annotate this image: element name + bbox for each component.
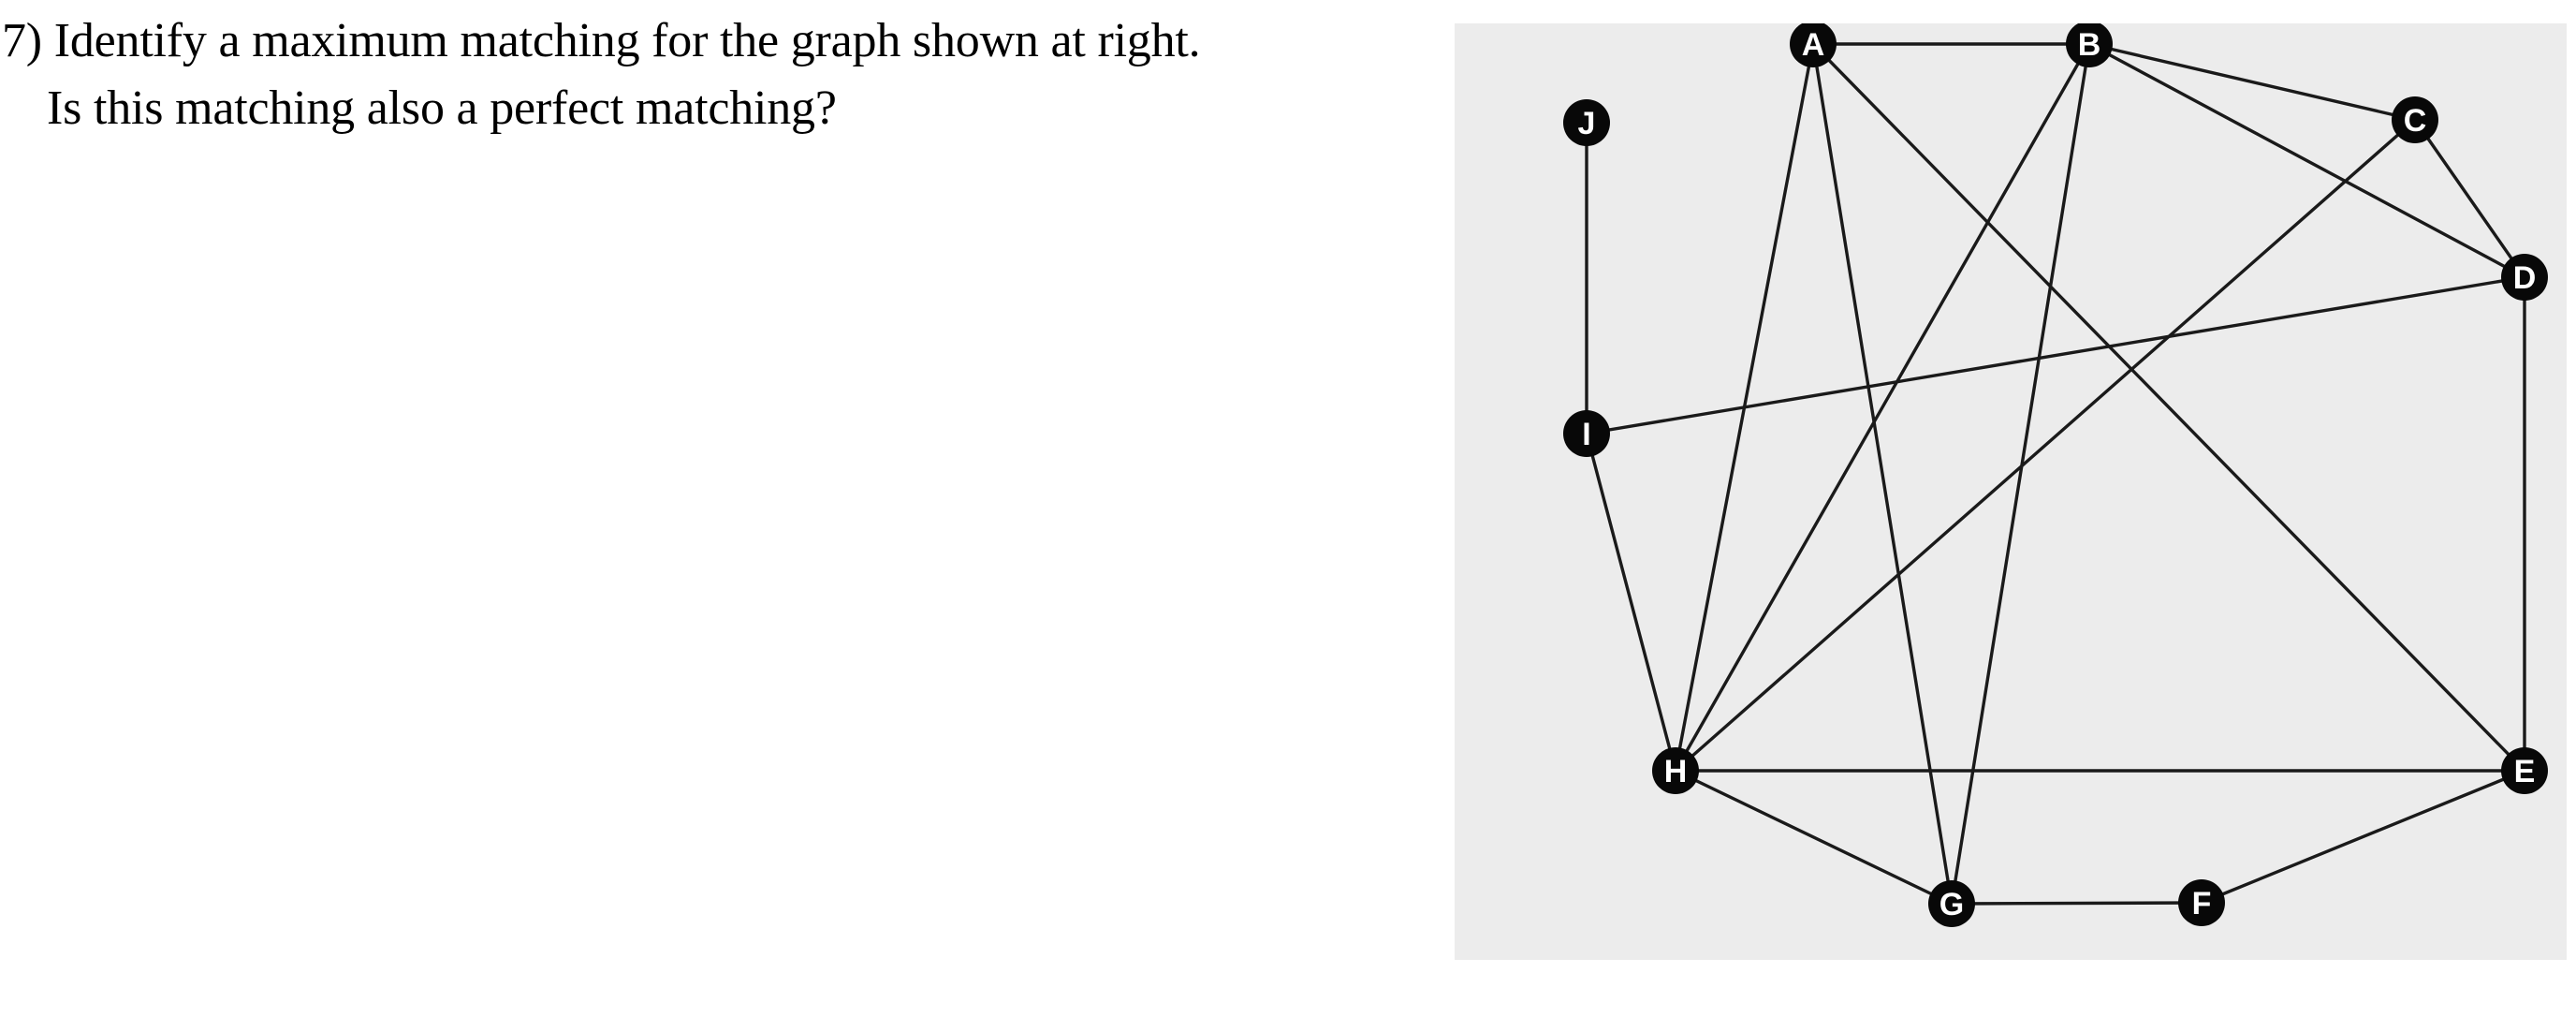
graph-node-circle-D: [2501, 254, 2548, 301]
node-layer: A B C D E F G H I J: [1563, 23, 2548, 927]
graph-node-label-I: I: [1582, 417, 1590, 452]
graph-node-H[interactable]: H: [1652, 747, 1699, 794]
graph-node-circle-E: [2501, 747, 2548, 794]
graph-edge-B-G: [1950, 42, 2091, 906]
graph-svg: A B C D E F G H I J: [1563, 23, 2548, 927]
graph-node-circle-H: [1652, 747, 1699, 794]
graph-node-I[interactable]: I: [1563, 410, 1610, 457]
question-line-2: Is this matching also a perfect matching…: [47, 81, 837, 135]
graph-edge-C-H: [1674, 118, 2417, 773]
graph-node-B[interactable]: B: [2066, 23, 2113, 67]
graph-node-circle-F: [2178, 879, 2225, 926]
graph-node-circle-G: [1928, 880, 1975, 927]
graph-node-label-C: C: [2404, 103, 2427, 139]
graph-edge-D-I: [1585, 275, 2526, 435]
graph-node-E[interactable]: E: [2501, 747, 2548, 794]
graph-node-label-J: J: [1578, 106, 1596, 141]
graph-node-circle-A: [1790, 23, 1837, 67]
graph-edge-E-F: [2200, 769, 2526, 905]
question-line-1: 7) Identify a maximum matching for the g…: [2, 14, 1201, 67]
graph-edge-F-G: [1950, 901, 2203, 906]
graph-node-circle-I: [1563, 410, 1610, 457]
graph-node-label-A: A: [1802, 27, 1825, 63]
graph-node-A[interactable]: A: [1790, 23, 1837, 67]
graph-node-label-H: H: [1664, 754, 1688, 789]
graph-edge-H-I: [1585, 432, 1677, 773]
graph-node-circle-C: [2392, 96, 2438, 143]
edge-layer: [1585, 42, 2526, 906]
graph-edge-C-D: [2413, 118, 2526, 279]
graph-node-F[interactable]: F: [2178, 879, 2225, 926]
graph-edge-A-E: [1811, 42, 2526, 773]
graph-edge-B-D: [2087, 42, 2526, 279]
graph-node-J[interactable]: J: [1563, 99, 1610, 146]
graph-node-label-E: E: [2514, 754, 2536, 789]
graph-node-circle-J: [1563, 99, 1610, 146]
graph-node-D[interactable]: D: [2501, 254, 2548, 301]
graph-figure-panel: A B C D E F G H I J: [1455, 23, 2567, 960]
graph-edge-B-H: [1674, 42, 2091, 773]
graph-node-label-F: F: [2192, 886, 2212, 921]
graph-node-C[interactable]: C: [2392, 96, 2438, 143]
graph-node-label-G: G: [1939, 887, 1964, 922]
graph-node-circle-B: [2066, 23, 2113, 67]
graph-node-label-B: B: [2078, 27, 2101, 63]
question-block: 7) Identify a maximum matching for the g…: [0, 7, 1404, 142]
graph-edge-A-G: [1811, 42, 1954, 906]
graph-node-label-D: D: [2513, 260, 2537, 296]
graph-edge-G-H: [1674, 769, 1954, 906]
graph-edge-B-C: [2087, 42, 2417, 122]
graph-node-G[interactable]: G: [1928, 880, 1975, 927]
